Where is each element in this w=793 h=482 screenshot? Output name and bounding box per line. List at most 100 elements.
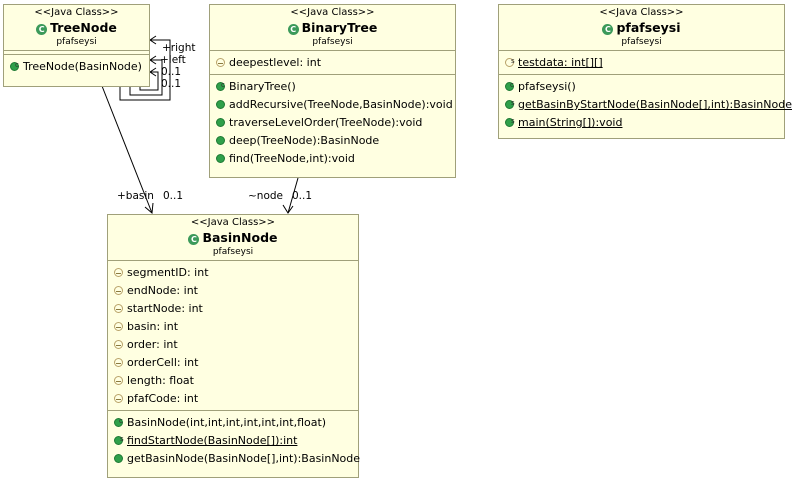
field-row[interactable]: length: float — [108, 372, 358, 390]
field-row[interactable]: orderCell: int — [108, 354, 358, 372]
field-text: testdata: int[][] — [518, 56, 603, 69]
field-row[interactable]: segmentID: int — [108, 264, 358, 282]
method-text: getBasinByStartNode(BasinNode[],int):Bas… — [518, 98, 792, 111]
class-icon: C — [602, 24, 614, 35]
field-row[interactable]: endNode: int — [108, 282, 358, 300]
method-row[interactable]: getBasinByStartNode(BasinNode[],int):Bas… — [499, 94, 792, 114]
binarytree-node-arrowhead — [282, 204, 294, 214]
public-method-icon — [216, 100, 225, 109]
binarytree-basinnode-association — [287, 177, 299, 214]
class-name-text: BasinNode — [202, 230, 278, 245]
arrowhead-left — [149, 55, 157, 65]
class-name-text: BinaryTree — [301, 20, 378, 35]
treenode-basin-arrowhead — [144, 202, 154, 215]
class-icon: C — [36, 24, 48, 35]
field-text: endNode: int — [127, 284, 198, 297]
edge-mult-basin: 0..1 — [163, 190, 184, 202]
method-row[interactable]: BasinNode(int,int,int,int,int,int,float) — [108, 412, 358, 432]
fields-section: testdata: int[][] — [499, 51, 784, 75]
method-row[interactable]: find(TreeNode,int):void — [210, 150, 455, 168]
edge-role-left: +left — [160, 54, 186, 66]
method-row[interactable]: pfafseysi() — [499, 76, 784, 96]
stereotype: <<Java Class>> — [290, 7, 375, 18]
constructor-icon — [114, 412, 123, 430]
constructor-icon — [10, 56, 19, 74]
field-row[interactable]: deepestlevel: int — [210, 54, 455, 72]
constructor-icon — [505, 76, 514, 94]
static-icon — [114, 430, 124, 448]
self-association-extra — [139, 71, 159, 91]
field-text: deepestlevel: int — [229, 56, 322, 69]
package-name: pfafseysi — [312, 37, 353, 47]
treenode-basinnode-association — [101, 85, 153, 214]
stereotype: <<Java Class>> — [34, 7, 119, 18]
field-text: basin: int — [127, 320, 179, 333]
static-icon — [505, 52, 515, 70]
edge-role-node: ~node — [248, 190, 284, 202]
field-row[interactable]: order: int — [108, 336, 358, 354]
field-row[interactable]: basin: int — [108, 318, 358, 336]
method-row[interactable]: main(String[]):void — [499, 112, 784, 132]
field-text: length: float — [127, 374, 194, 387]
package-field-icon — [114, 268, 123, 277]
method-text: BinaryTree() — [229, 80, 296, 93]
class-name-text: TreeNode — [50, 20, 117, 35]
field-text: segmentID: int — [127, 266, 209, 279]
method-row[interactable]: deep(TreeNode):BasinNode — [210, 132, 455, 150]
field-text: startNode: int — [127, 302, 203, 315]
methods-section: pfafseysi() getBasinByStartNode(BasinNod… — [499, 75, 792, 134]
field-text: orderCell: int — [127, 356, 199, 369]
field-text: pfafCode: int — [127, 392, 199, 405]
method-row[interactable]: getBasinNode(BasinNode[],int):BasinNode — [108, 450, 361, 468]
field-row[interactable]: pfafCode: int — [108, 390, 358, 408]
method-text: deep(TreeNode):BasinNode — [229, 134, 380, 147]
package-field-icon — [114, 304, 123, 313]
edge-mult-node: 0..1 — [292, 190, 313, 202]
class-icon: C — [188, 234, 200, 245]
method-text: findStartNode(BasinNode[]):int — [127, 434, 298, 447]
self-association-left — [129, 59, 163, 96]
methods-section: BinaryTree() addRecursive(TreeNode,Basin… — [210, 75, 455, 170]
methods-section: TreeNode(BasinNode) — [4, 55, 149, 78]
fields-section: segmentID: int endNode: int startNode: i… — [108, 261, 358, 411]
method-text: main(String[]):void — [518, 116, 623, 129]
field-row[interactable]: testdata: int[][] — [499, 52, 784, 72]
constructor-icon — [216, 76, 225, 94]
method-row[interactable]: addRecursive(TreeNode,BasinNode):void — [210, 96, 455, 114]
package-field-icon — [114, 322, 123, 331]
package-field-icon — [114, 340, 123, 349]
stereotype: <<Java Class>> — [599, 7, 684, 18]
static-icon — [505, 94, 515, 112]
package-field-icon — [114, 376, 123, 385]
public-method-icon — [216, 154, 225, 163]
class-name-text: pfafseysi — [616, 20, 681, 35]
edge-role-basin: +basin — [117, 190, 154, 202]
method-row[interactable]: BinaryTree() — [210, 76, 455, 96]
method-text: pfafseysi() — [518, 80, 576, 93]
methods-section: BasinNode(int,int,int,int,int,int,float)… — [108, 411, 361, 470]
static-icon — [505, 112, 515, 130]
field-row[interactable]: startNode: int — [108, 300, 358, 318]
stereotype: <<Java Class>> — [190, 217, 276, 228]
fields-section — [4, 51, 149, 55]
field-text: order: int — [127, 338, 178, 351]
package-name: pfafseysi — [212, 247, 254, 257]
method-row[interactable]: findStartNode(BasinNode[]):int — [108, 430, 358, 450]
method-text: getBasinNode(BasinNode[],int):BasinNode — [127, 452, 361, 465]
package-name: pfafseysi — [621, 37, 662, 47]
method-row[interactable]: TreeNode(BasinNode) — [4, 56, 149, 76]
method-text: addRecursive(TreeNode,BasinNode):void — [229, 98, 453, 111]
method-row[interactable]: traverseLevelOrder(TreeNode):void — [210, 114, 455, 132]
class-icon: C — [287, 24, 299, 35]
